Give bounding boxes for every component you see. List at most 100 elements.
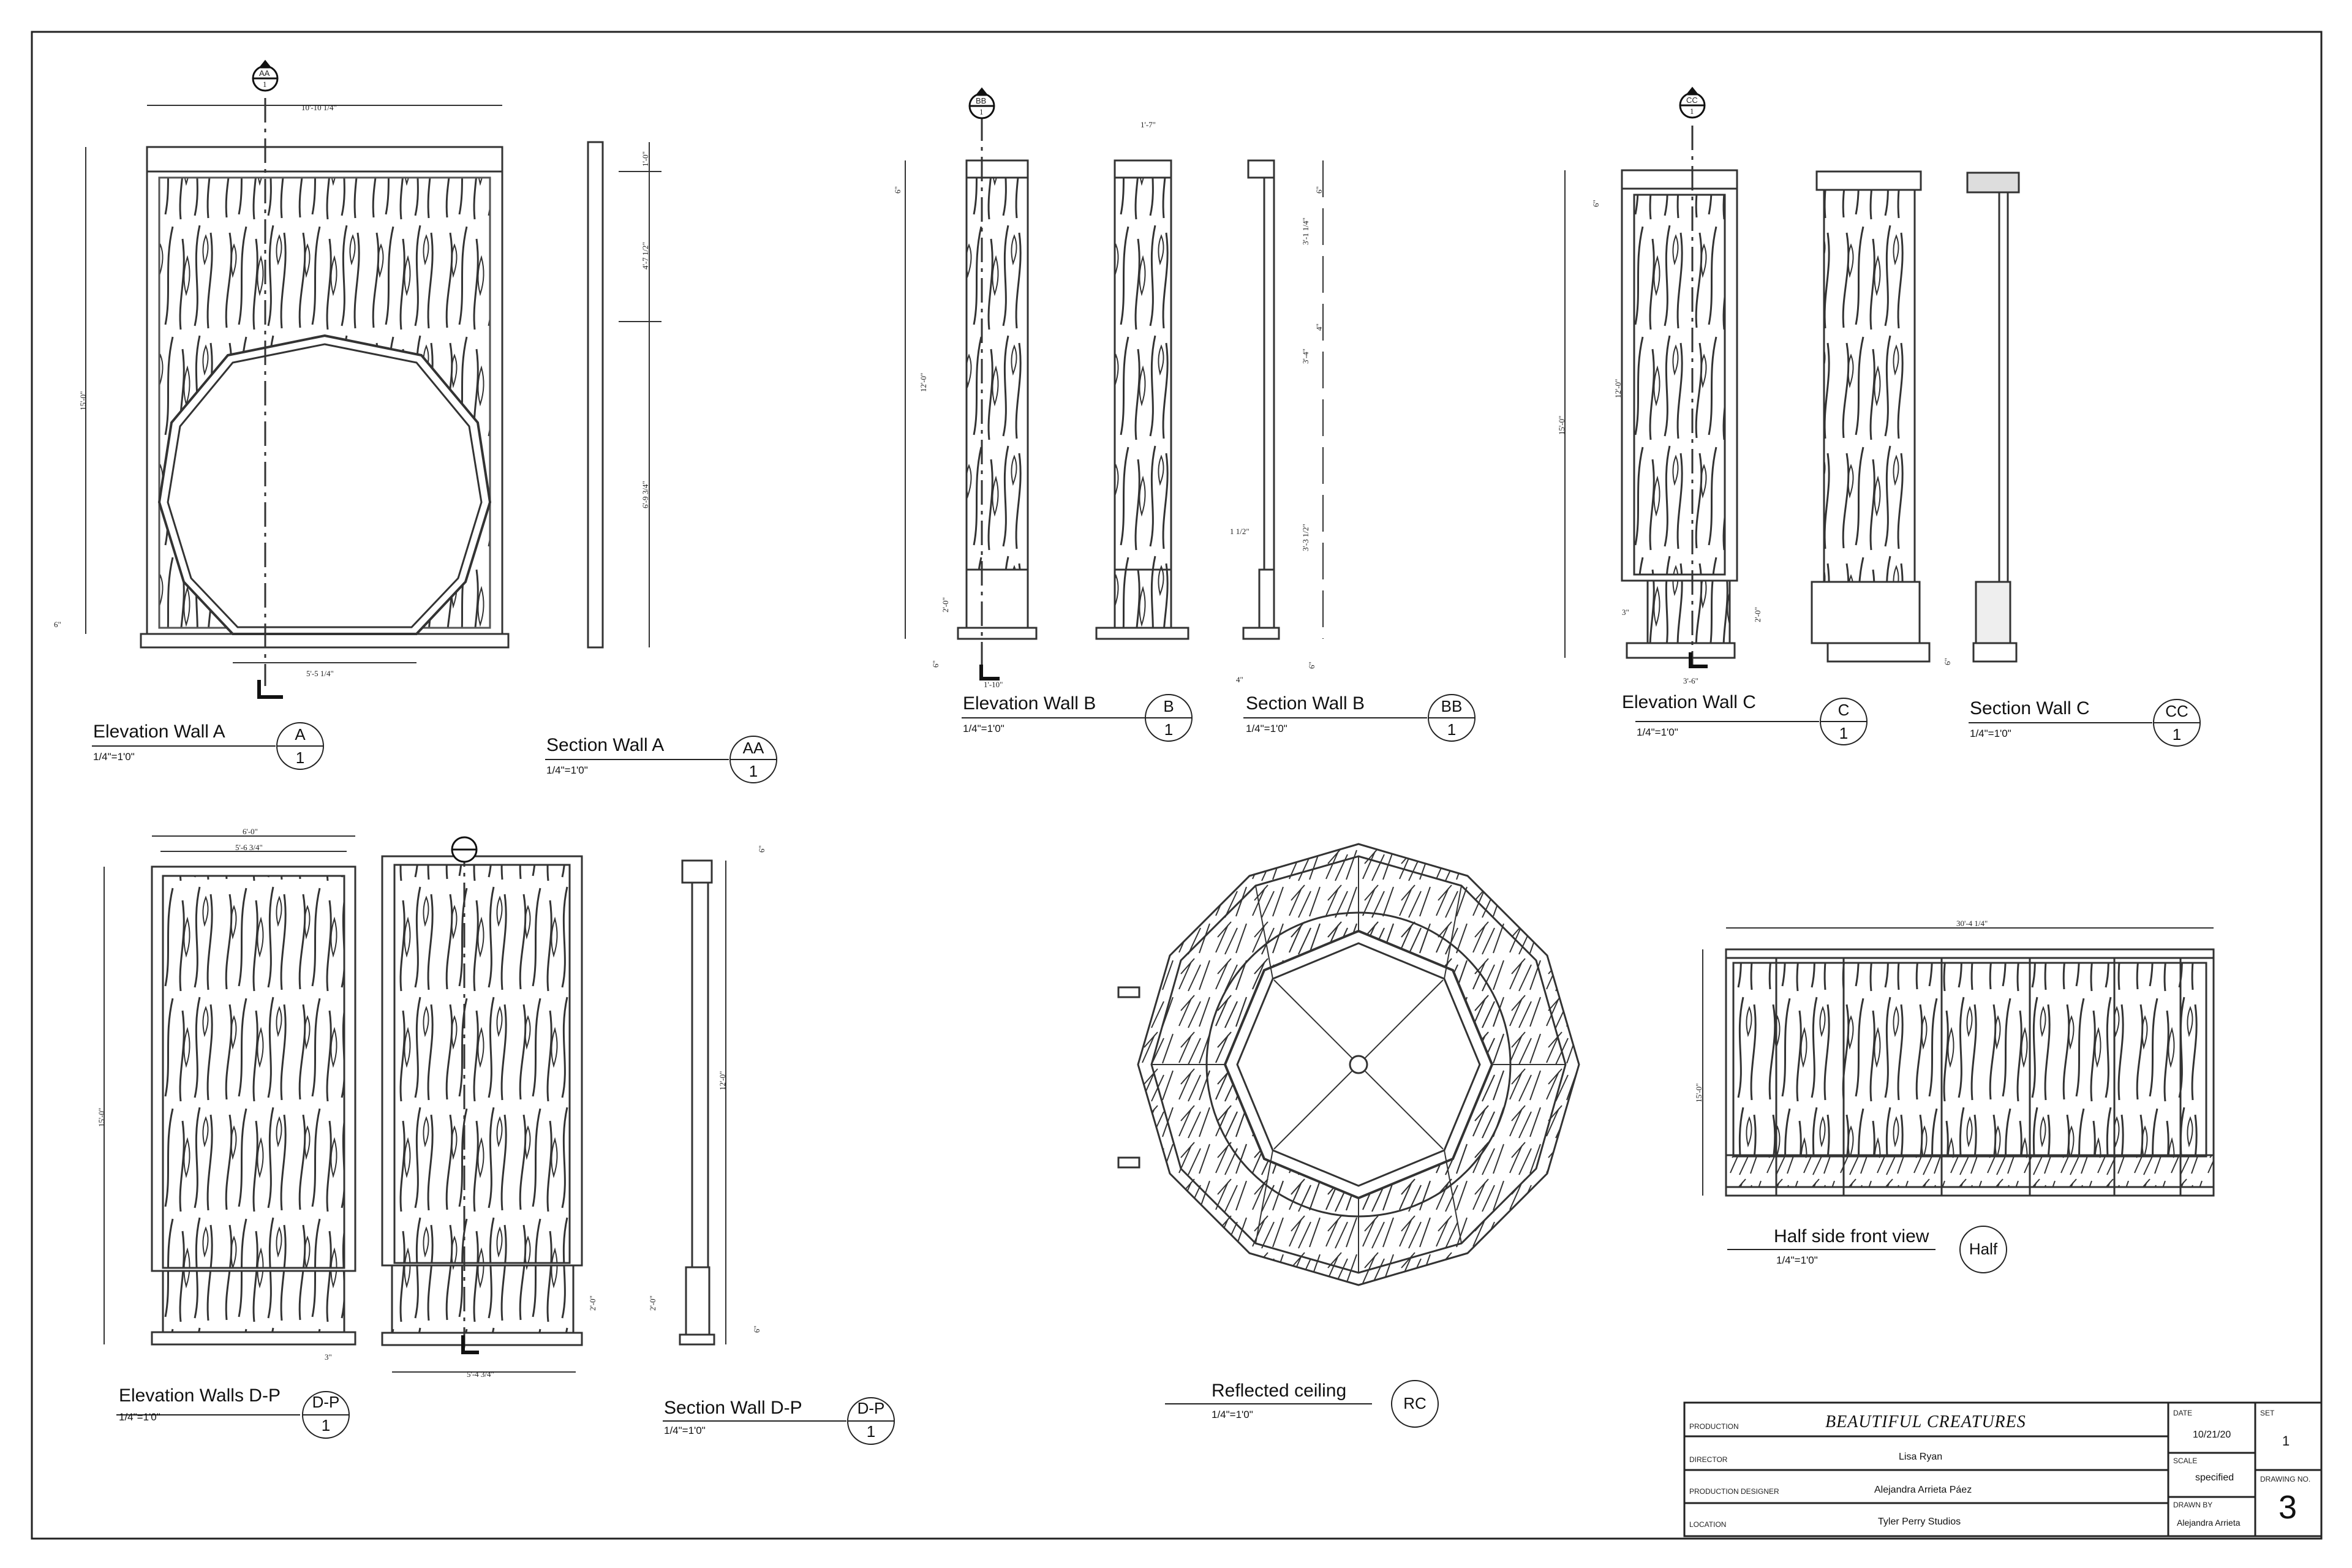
half-side-front-view [1702,927,2215,1197]
dim-b-side-width: 1'-7" [1140,120,1156,129]
dim-dp-3: 3" [325,1352,332,1362]
section-wall-c [1966,172,2020,663]
section-wall-d-p-title: Section Wall D-P [664,1398,802,1418]
dim-c-3: 3" [1622,608,1629,617]
dim-a-width: 10'-10 1/4" [301,103,337,112]
dim-sb-2: 3'-1 1/4" [1301,217,1310,245]
dim-sb-3: 4" [1314,323,1324,331]
half-side-front-view-tag: Half [1969,1240,1998,1258]
elevation-wall-c-tag: C [1838,701,1850,719]
elevation-wall-c [1564,126,1738,668]
elevation-wall-a-sheet: 1 [295,748,305,767]
dim-sb-6: 1 1/2" [1230,527,1250,536]
marker-bb-label: BB [976,96,987,105]
marker-cc-num: 1 [1690,107,1694,116]
marker-cc-label: CC [1686,96,1698,105]
section-wall-c-scale: 1/4"=1'0" [1970,728,2011,739]
dim-c-top: 6" [1591,200,1600,207]
section-wall-b-tag: BB [1441,697,1463,715]
reflected-ceiling [1117,843,1580,1286]
tb-production: BEAUTIFUL CREATURES [1825,1412,2026,1431]
dim-dp-width1: 6'-0" [243,827,258,836]
section-wall-c-sheet: 1 [2172,725,2182,744]
tb-drawing-label: DRAWING NO. [2260,1475,2311,1483]
tb-drawing: 3 [2278,1489,2297,1526]
elevation-walls-d-p-back [381,842,583,1373]
dim-b-base: 2'-0" [941,597,950,612]
section-wall-a-scale: 1/4"=1'0" [546,764,588,776]
section-wall-c-tag: CC [2165,702,2188,720]
dim-sa-2: 4'-7 1/2" [641,242,650,270]
title-block-frame [1683,1401,2323,1537]
section-wall-a-title: Section Wall A [546,735,665,755]
tb-director-label: DIRECTOR [1689,1455,1728,1464]
elevation-wall-c-sheet: 1 [1839,724,1849,742]
elevation-wall-b-scale: 1/4"=1'0" [963,723,1005,734]
dim-sdp-height: 12'-0" [718,1071,727,1090]
elevation-wall-b-sheet: 1 [1164,720,1174,739]
dim-c-height2: 15'-0" [1557,415,1566,435]
elevation-wall-a-scale: 1/4"=1'0" [93,751,135,763]
section-marker-cc [1679,86,1706,119]
elevation-walls-d-p-tag: D-P [312,1393,340,1411]
dim-dp-height: 15'-0" [97,1107,106,1127]
elevation-wall-b-title: Elevation Wall B [963,693,1096,714]
tb-date: 10/21/20 [2193,1430,2231,1440]
dim-sb-1: 6" [1314,186,1324,194]
dim-sb-5: 3'-3 1/2" [1301,524,1310,551]
half-side-front-view-scale: 1/4"=1'0" [1776,1254,1818,1266]
dim-half-height: 15'-0" [1694,1083,1703,1102]
dim-a-base: 6" [54,620,61,629]
section-wall-d-p-tag: D-P [857,1399,885,1417]
elevation-wall-b-side [1095,159,1189,640]
dim-dp-bottom: 5'-4 3/4" [467,1370,494,1379]
section-marker-dp [451,836,478,863]
section-wall-b-title: Section Wall B [1246,693,1365,714]
elevation-wall-c-side [1811,170,1931,663]
tb-designer-label: PRODUCTION DESIGNER [1689,1487,1779,1496]
dim-sb-8: 6" [1307,662,1316,669]
dim-sb-7: 4" [1236,675,1243,684]
dim-c-height1: 12'-0" [1613,379,1623,398]
tb-date-label: DATE [2173,1409,2193,1417]
dim-sdp-top: 6" [757,845,766,853]
elevation-wall-c-scale: 1/4"=1'0" [1637,726,1678,738]
view-title-lines [92,694,2201,1445]
tb-location-label: LOCATION [1689,1520,1727,1529]
dim-a-height: 15'-0" [78,391,88,410]
section-wall-d-p-scale: 1/4"=1'0" [664,1425,706,1436]
reflected-ceiling-scale: 1/4"=1'0" [1212,1409,1253,1420]
elevation-wall-a-title: Elevation Wall A [93,722,225,742]
dim-dp-width2: 5'-6 3/4" [235,843,263,852]
sheet-border [31,31,2323,1540]
elevation-walls-d-p-title: Elevation Walls D-P [119,1385,281,1406]
tb-set: 1 [2282,1433,2290,1449]
tb-location: Tyler Perry Studios [1878,1517,1961,1527]
elevation-wall-b [905,116,1038,680]
tb-designer: Alejandra Arrieta Páez [1874,1485,1972,1495]
dim-sdp-foot: 6" [752,1325,761,1333]
reflected-ceiling-title: Reflected ceiling [1212,1381,1347,1401]
tb-director: Lisa Ryan [1899,1452,1943,1462]
marker-aa-label: AA [259,69,270,78]
elevation-wall-a [85,98,510,699]
tb-scale: specified [2195,1472,2234,1483]
dim-c-width: 3'-6" [1683,676,1698,685]
tb-production-label: PRODUCTION [1689,1422,1739,1431]
section-wall-d-p-sheet: 1 [866,1422,876,1441]
dim-sa-1: 1'-0" [641,151,650,167]
reflected-ceiling-tag: RC [1403,1394,1427,1412]
dim-c-foot: 6" [1943,658,1952,665]
marker-bb-num: 1 [979,107,984,116]
dim-b-width: 1'-10" [984,680,1003,689]
tb-set-label: SET [2260,1409,2275,1417]
section-wall-a-sheet: 1 [748,762,758,780]
dim-b-top: 6" [893,186,902,194]
section-wall-b-scale: 1/4"=1'0" [1246,723,1287,734]
dim-b-foot: 6" [931,660,940,668]
dim-dp-base: 2'-0" [588,1295,597,1311]
elevation-walls-d-p [104,835,356,1346]
section-marker-aa [252,59,279,92]
dim-b-height: 12'-0" [919,372,928,392]
